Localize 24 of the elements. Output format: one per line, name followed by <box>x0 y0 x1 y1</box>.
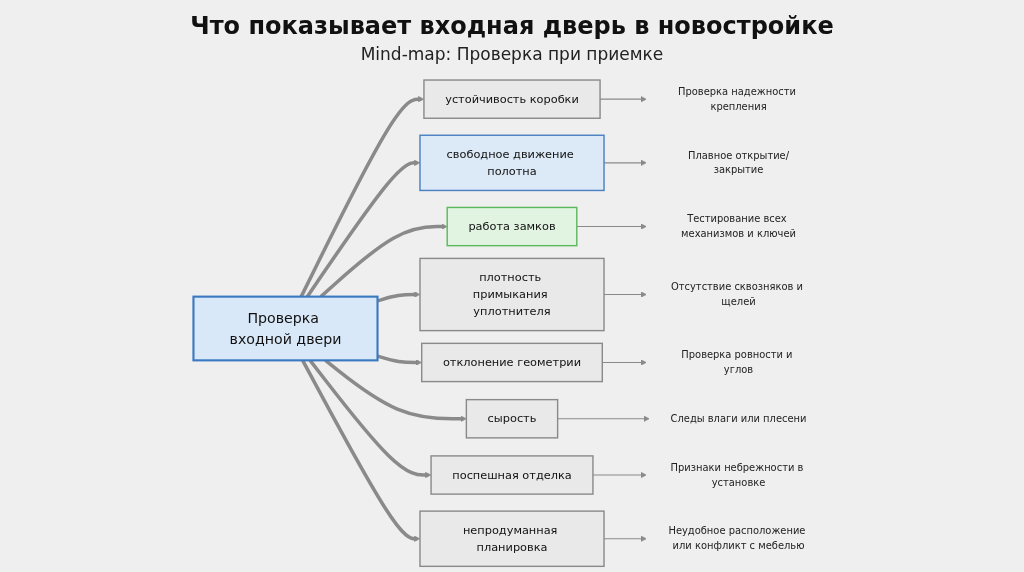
node-text: Тестирование всех механизмов и ключей <box>681 213 796 240</box>
node-box <box>419 510 605 568</box>
node-text: Отсутствие сквозняков и щелей <box>670 281 803 308</box>
arrow <box>592 471 647 479</box>
node-box <box>192 295 379 362</box>
arrow <box>377 354 422 366</box>
node-box <box>446 206 578 247</box>
subtitle: Mind-map: Проверка при приемке <box>360 44 664 64</box>
node-box <box>430 455 594 495</box>
node-text: Неудобное расположение или конфликт с мебелью <box>668 525 806 552</box>
node-box <box>419 134 605 192</box>
mind-map-diagram: Проверка входной двери устойчивость коробки Проверка надежности крепления свободное движение полотна Плавное открытие/закрытие работа замков Тестирование всех механизмов и ключей плотность примыкания уплотнителя Отсутствие сквозняков и щелей отклонение геометрии Проверка ровности и углов сырость Следы влаги или плесени поспешная отделка Признаки небрежности в установке непродуманная планировка Неудобное расположение или конфликт с мебелью <box>7 68 1017 572</box>
node-text: Признаки небрежности в установке <box>670 461 804 488</box>
node-text: Плавное открытие/закрытие <box>687 149 790 176</box>
node-box <box>419 257 605 332</box>
node-text: Следы влаги или плесени <box>670 412 807 425</box>
title: Что показывает входная дверь в новостройке <box>190 12 834 40</box>
node-text: Проверка надежности крепления <box>677 85 796 112</box>
node-box <box>465 398 559 439</box>
node-text: Проверка ровности и углов <box>681 349 793 376</box>
node-box <box>421 342 603 383</box>
arrow <box>557 415 650 422</box>
node-box <box>423 79 601 119</box>
arrow <box>576 223 647 230</box>
